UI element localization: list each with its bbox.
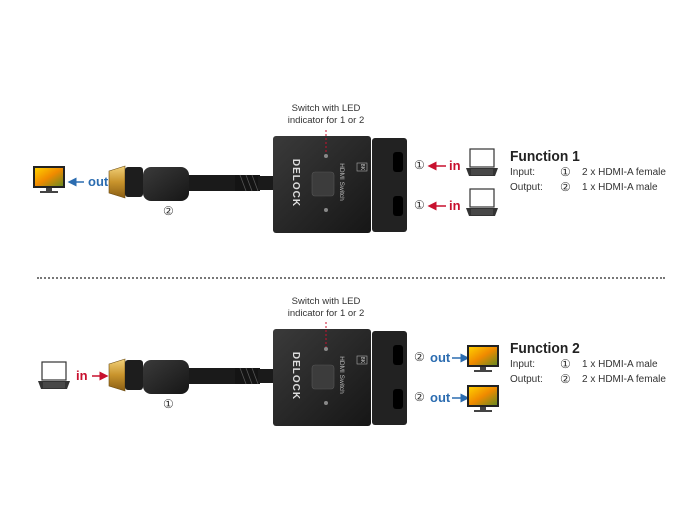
in-label: in [449, 198, 461, 213]
device-brand: DELOCK [290, 351, 301, 401]
spec-label: Output: [510, 182, 543, 193]
spec-label: Input: [510, 359, 536, 370]
cable-number: ① [163, 397, 174, 411]
in-label: in [449, 158, 461, 173]
port-number: ② [414, 390, 425, 404]
out-label: out [430, 390, 451, 405]
spec-number: ① [560, 165, 571, 179]
spec-value: 2 x HDMI-A female [582, 374, 666, 385]
spec-input: Input: ① 1 x HDMI-A male [510, 357, 680, 374]
device-badge: 8K [359, 163, 365, 171]
led-callout: Switch with LED indicator for 1 or 2 [266, 296, 386, 320]
hdmi-plug [108, 165, 274, 201]
device-brand: DELOCK [290, 158, 301, 208]
spec-number: ② [560, 372, 571, 386]
led-callout: Switch with LED indicator for 1 or 2 [266, 103, 386, 127]
port-number: ② [414, 350, 425, 364]
cable-number: ② [163, 204, 174, 218]
panel-2 [38, 322, 499, 426]
panel-divider [37, 277, 665, 279]
port-number: ① [414, 158, 425, 172]
device-label: HDMI Switch [338, 356, 345, 394]
spec-value: 2 x HDMI-A female [582, 167, 666, 178]
function-title: Function 1 [510, 148, 580, 165]
out-label: out [430, 350, 451, 365]
spec-number: ① [560, 357, 571, 371]
callout-line: indicator for 1 or 2 [287, 308, 365, 319]
spec-value: 1 x HDMI-A male [582, 359, 658, 370]
device-label: HDMI Switch [338, 163, 345, 201]
spec-number: ② [560, 180, 571, 194]
switch-button [311, 171, 335, 197]
hdmi-switch-device [273, 329, 407, 426]
hdmi-plug [108, 358, 274, 394]
function-title: Function 2 [510, 340, 580, 357]
in-label: in [76, 368, 88, 383]
device-badge: 8K [359, 356, 365, 364]
laptop-icon [38, 361, 70, 389]
spec-value: 1 x HDMI-A male [582, 182, 658, 193]
spec-input: Input: ① 2 x HDMI-A female [510, 165, 680, 182]
switch-button [311, 364, 335, 390]
callout-line: Switch with LED [291, 296, 361, 307]
panel-1 [33, 130, 498, 233]
spec-output: Output: ② 2 x HDMI-A female [510, 372, 680, 389]
callout-line: Switch with LED [291, 103, 361, 114]
out-label: out [88, 174, 109, 189]
spec-label: Output: [510, 374, 543, 385]
monitor-icon [467, 385, 499, 412]
port-number: ① [414, 198, 425, 212]
laptop-icon [466, 148, 498, 176]
hdmi-switch-device [273, 136, 407, 233]
monitor-icon [467, 345, 499, 372]
monitor-icon [33, 166, 65, 193]
laptop-icon [466, 188, 498, 216]
spec-output: Output: ② 1 x HDMI-A male [510, 180, 680, 197]
callout-line: indicator for 1 or 2 [287, 115, 365, 126]
spec-label: Input: [510, 167, 536, 178]
